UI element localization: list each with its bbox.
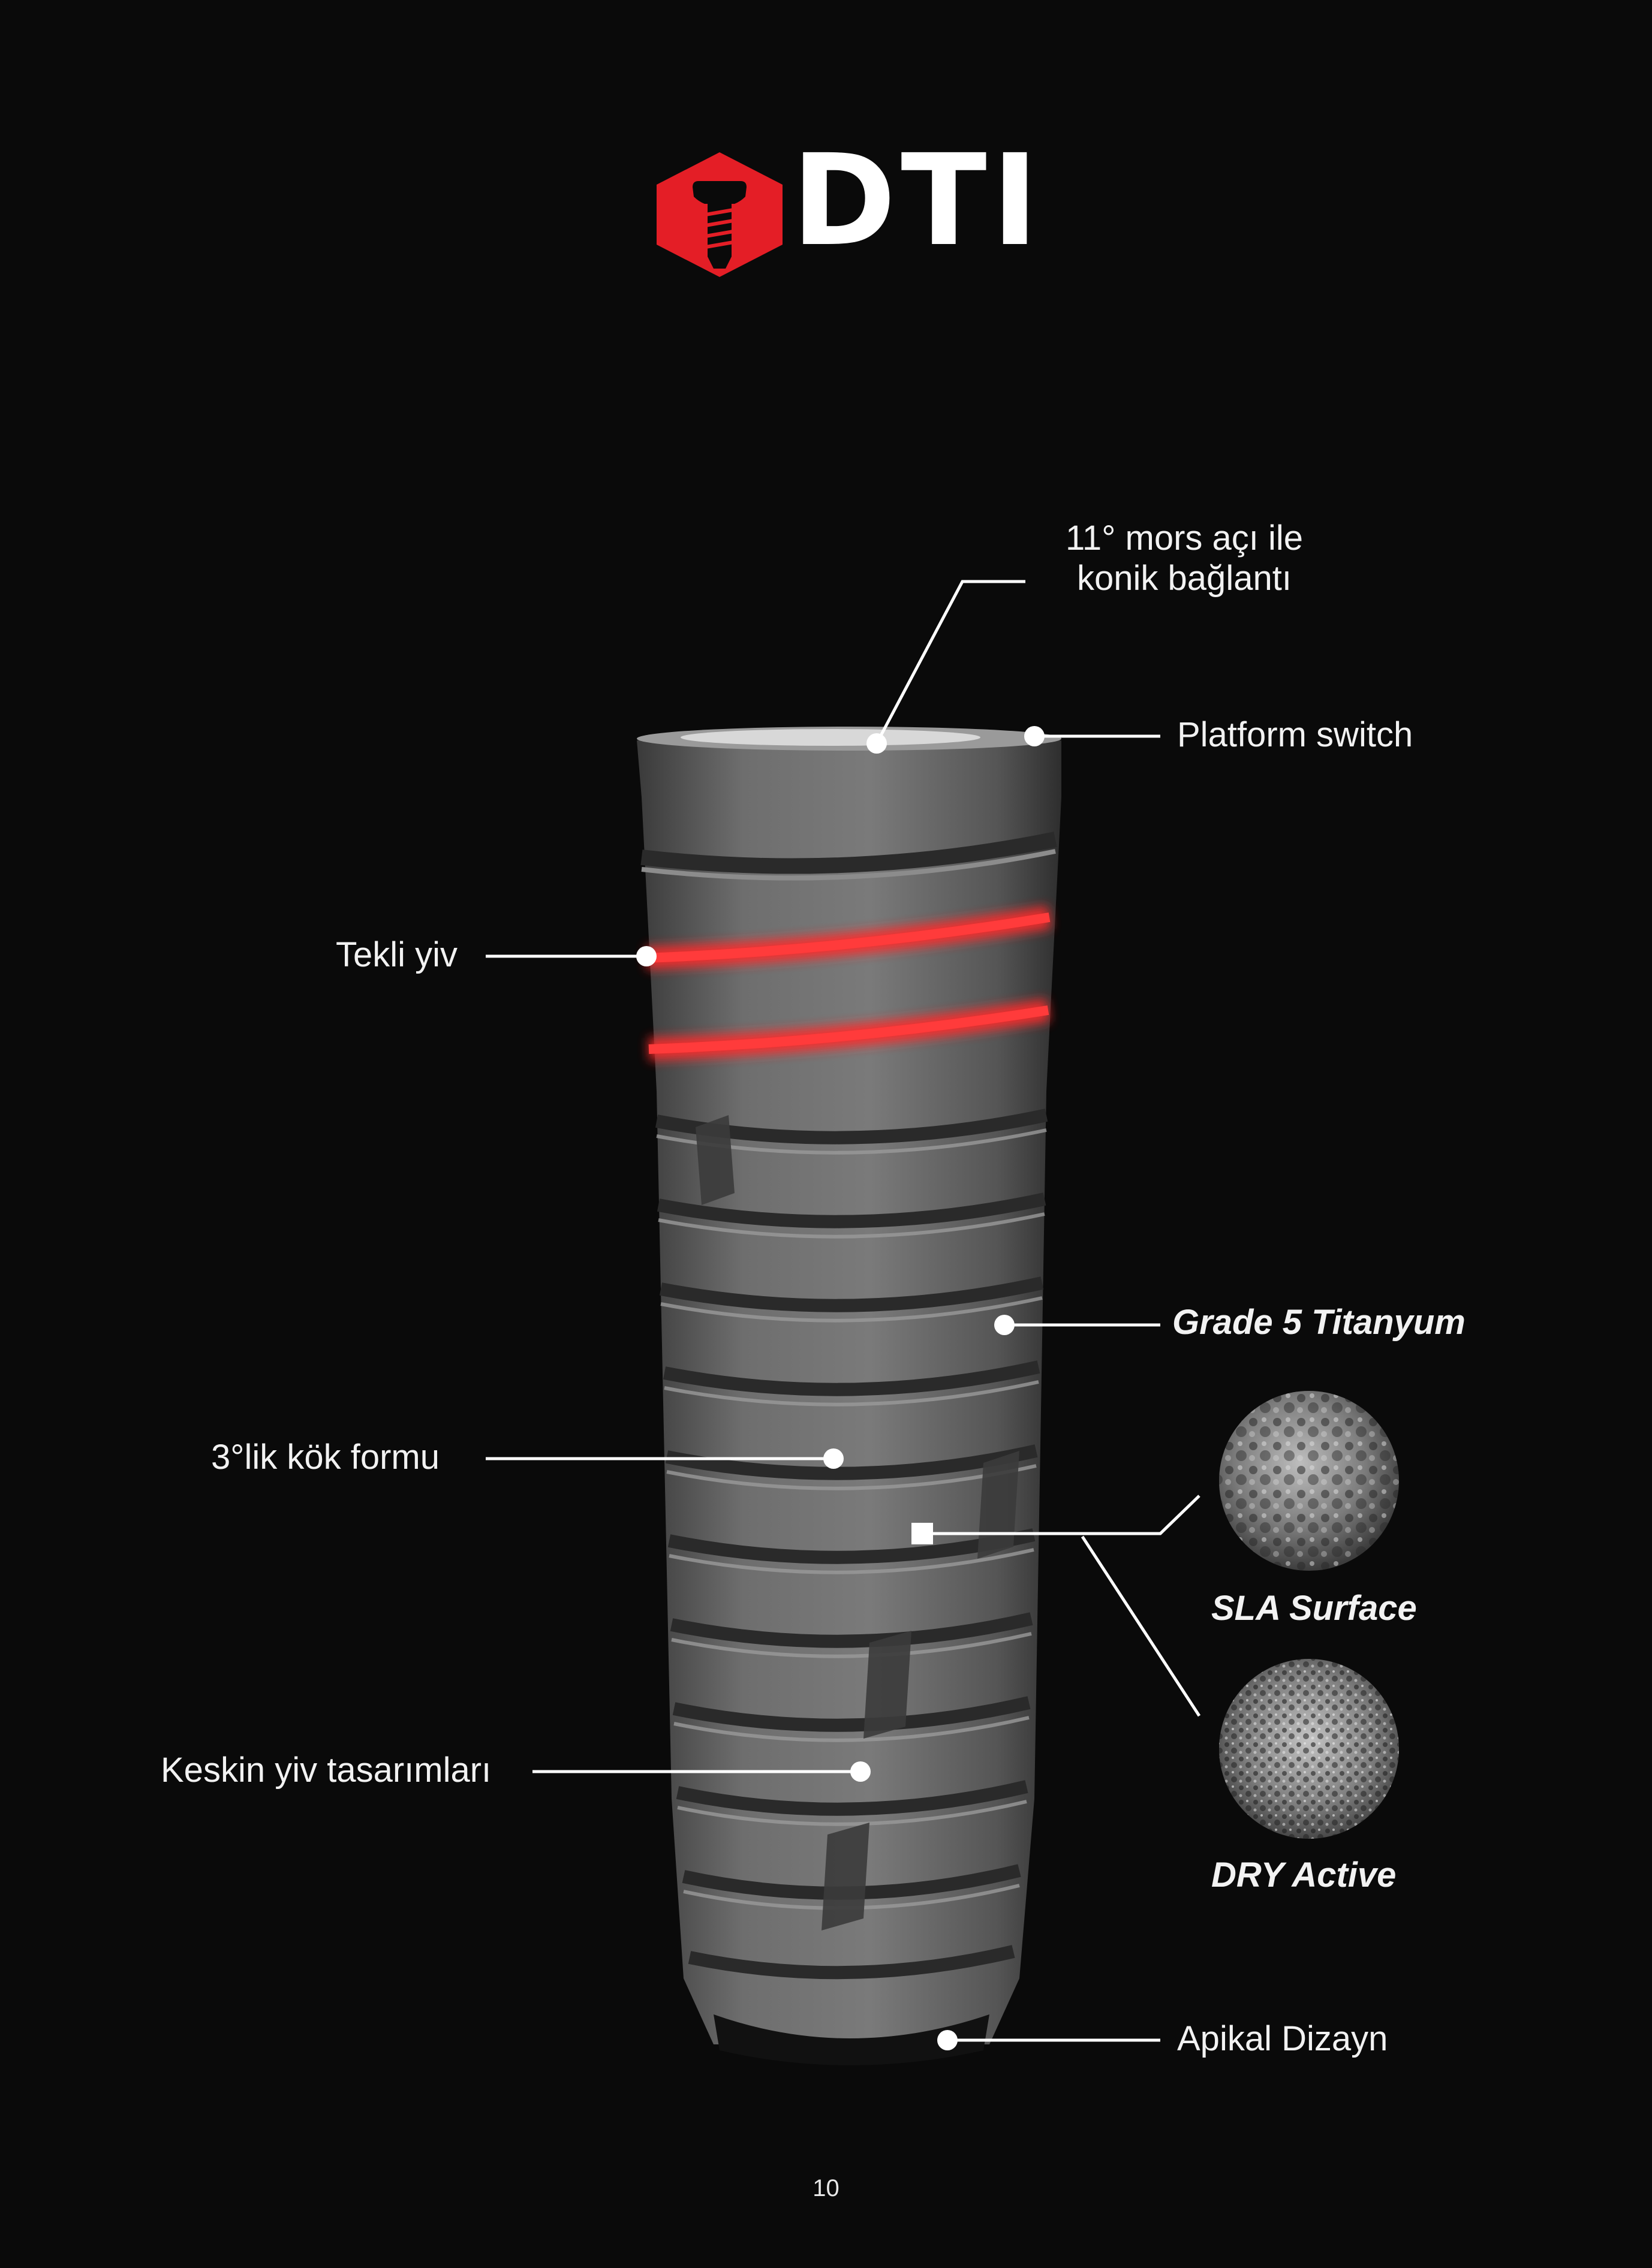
dot-icon xyxy=(937,2030,958,2050)
dot-icon xyxy=(866,733,887,754)
dry-active-label: DRY Active xyxy=(1211,1856,1397,1894)
sharp-threads-label: Keskin yiv tasarımları xyxy=(161,1751,492,1790)
morse-angle-line1: 11° mors açı ile xyxy=(1065,519,1304,558)
dry-active-surface-image xyxy=(1219,1659,1399,1839)
root-form-label: 3°lik kök formu xyxy=(211,1438,440,1477)
dot-icon xyxy=(1024,726,1045,746)
implant-threads xyxy=(655,1109,1048,1980)
highlighted-threads xyxy=(646,906,1052,1061)
material-label: Grade 5 Titanyum xyxy=(1172,1303,1466,1342)
dot-icon xyxy=(850,1761,871,1782)
square-icon xyxy=(911,1523,933,1544)
dot-icon xyxy=(636,946,657,966)
platform-switch-label: Platform switch xyxy=(1177,715,1413,754)
morse-angle-line2: konik bağlantı xyxy=(1077,558,1292,598)
page-number: 10 xyxy=(813,2175,839,2201)
implant-body xyxy=(637,727,1061,2065)
dot-icon xyxy=(994,1315,1015,1335)
morse-angle-label: 11° mors açı ile konik bağlantı xyxy=(1022,519,1346,598)
single-thread-label: Tekli yiv xyxy=(336,935,458,974)
sla-surface-label: SLA Surface xyxy=(1211,1589,1417,1628)
dot-icon xyxy=(823,1448,844,1469)
brand-name: DTI xyxy=(792,127,1043,274)
brand-logo: DTI xyxy=(651,138,1039,279)
hexagon-implant-icon xyxy=(657,152,783,277)
callout-lines xyxy=(486,580,1201,2042)
apical-design-label: Apikal Dizayn xyxy=(1177,2019,1388,2058)
sla-surface-image xyxy=(1219,1391,1399,1571)
